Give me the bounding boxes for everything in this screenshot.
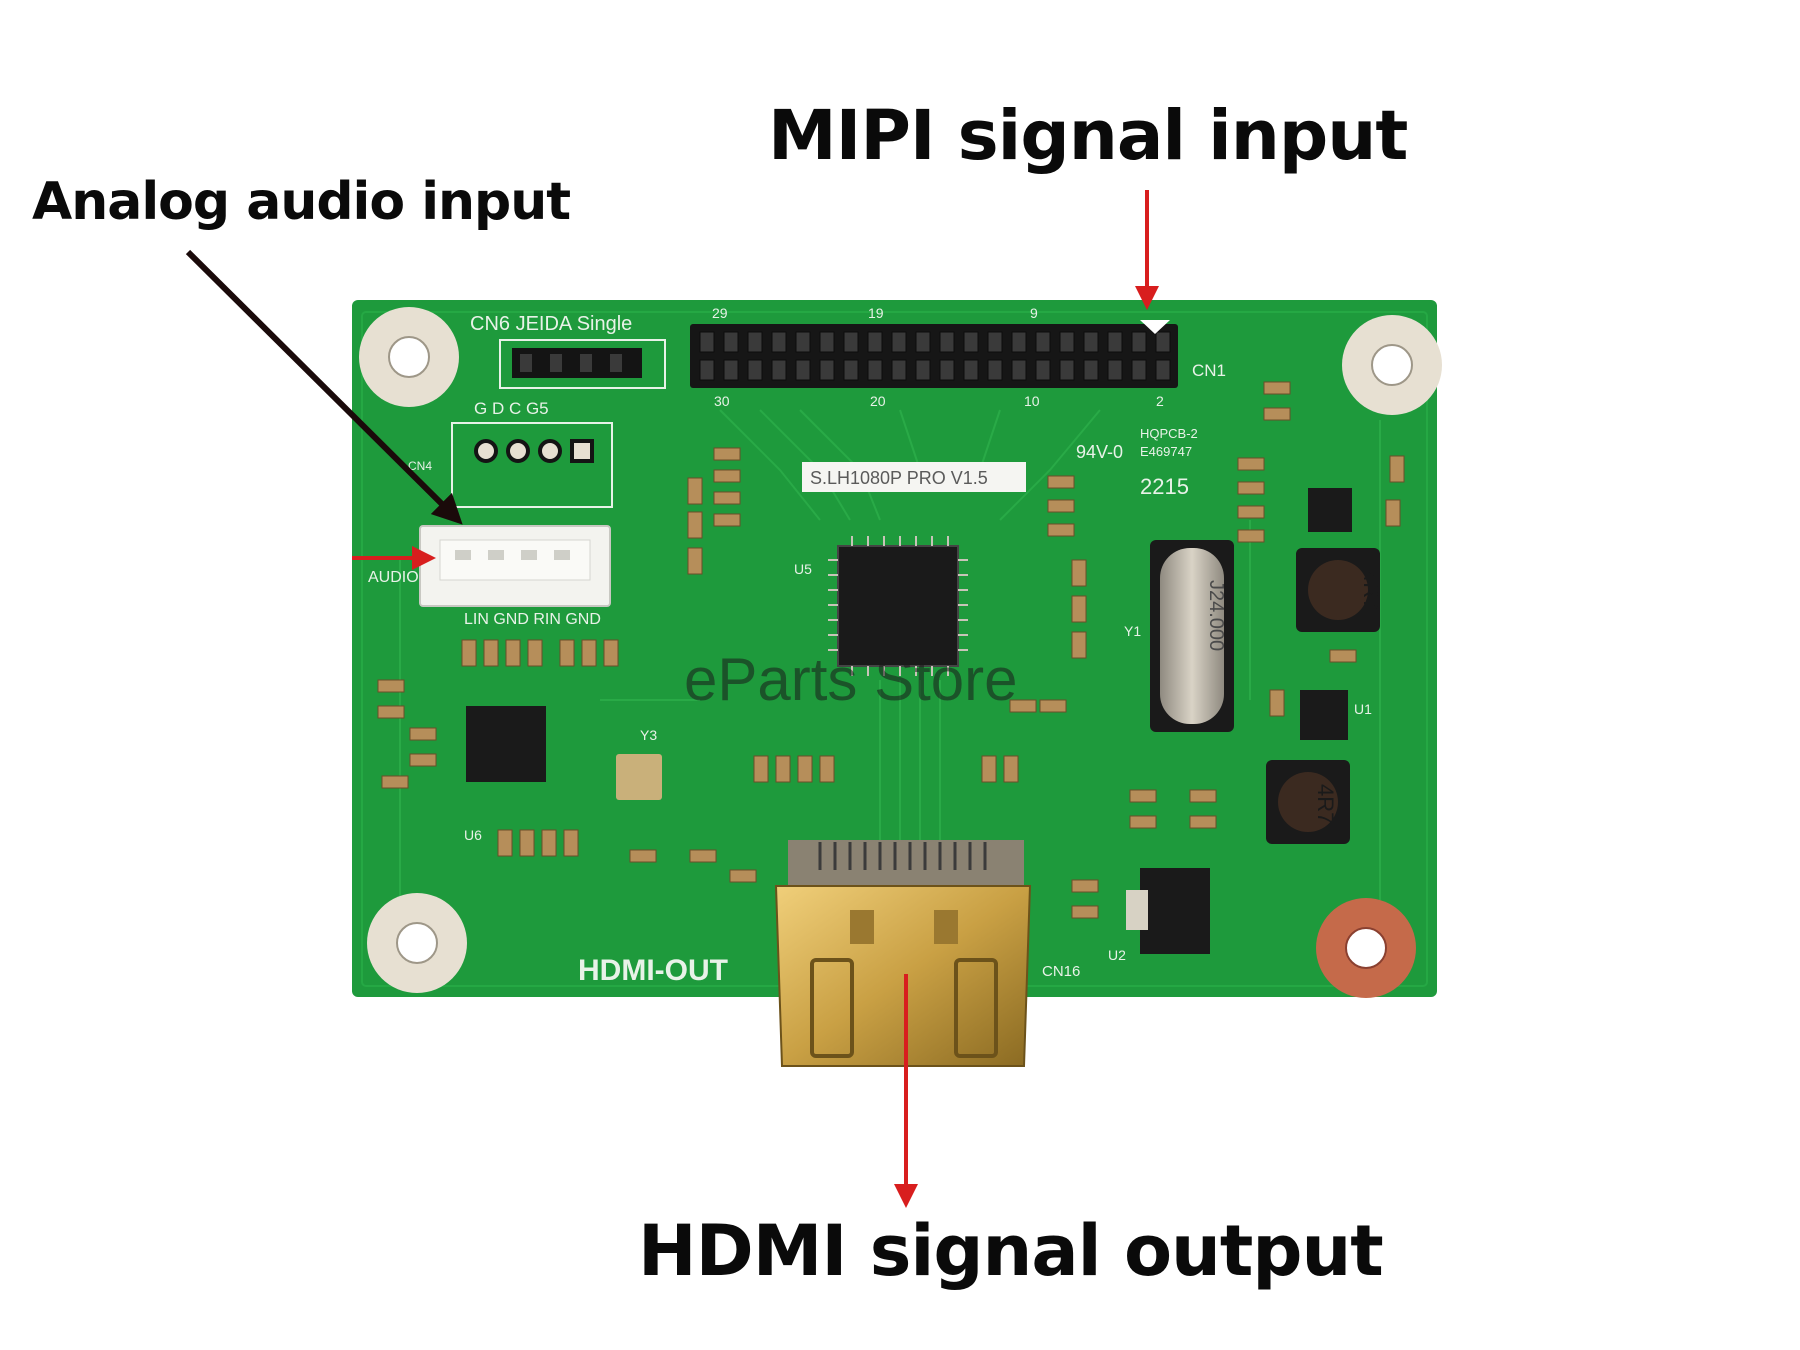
pin-20-label: 20 — [870, 393, 886, 409]
inductor-marking-bottom: 4R7 — [1313, 784, 1338, 824]
oscillator-y3 — [616, 754, 662, 800]
pin-30-label: 30 — [714, 393, 730, 409]
y1-label: Y1 — [1124, 623, 1141, 639]
mounting-hole-top-left — [359, 307, 459, 407]
silkscreen-labels: S.LH1080P PRO V1.5 CN6 JEIDA Single G D … — [368, 305, 1384, 987]
mounting-hole-top-right — [1342, 315, 1442, 415]
audio-pins-label: LIN GND RIN GND — [464, 611, 601, 628]
cn16-label: CN16 — [1042, 963, 1080, 980]
smd-components — [377, 381, 1405, 919]
hdmi-out-label: HDMI-OUT — [578, 954, 728, 987]
ic-u6 — [466, 706, 546, 782]
mounting-hole-bottom-left — [367, 893, 467, 993]
cert-code-label: E469747 — [1140, 444, 1192, 459]
rating-label: 94V-0 — [1076, 442, 1123, 462]
pin-2-label: 2 — [1156, 393, 1164, 409]
watermark: eParts Store — [684, 646, 1018, 713]
pin-19-label: 19 — [868, 305, 884, 321]
cn1-mipi-header — [690, 320, 1178, 388]
hdmi-connector — [774, 840, 1032, 1067]
u6-label: U6 — [464, 827, 482, 843]
u5-label: U5 — [794, 561, 812, 577]
inductor-top — [1296, 548, 1380, 632]
date-code-label: 2215 — [1140, 474, 1189, 499]
audio-connector — [419, 525, 611, 607]
hdmi-output-callout: HDMI signal output — [638, 1210, 1384, 1292]
board-version-label: S.LH1080P PRO V1.5 — [810, 468, 988, 488]
ic-u1 — [1300, 690, 1348, 740]
crystal-marking: J24.000 — [1205, 580, 1227, 651]
mounting-hole-bottom-right — [1316, 898, 1416, 998]
cn4-pins-label: G D C G5 — [474, 399, 549, 418]
regulator-u2 — [1126, 868, 1210, 954]
pin-10-label: 10 — [1024, 393, 1040, 409]
cn4-label: CN4 — [408, 459, 432, 473]
audio-diagonal-arrow-icon — [185, 249, 463, 525]
audio-label: AUDIO — [368, 569, 419, 586]
hqpcb-label: HQPCB-2 — [1140, 426, 1198, 441]
y3-label: Y3 — [640, 727, 657, 743]
crystal-y1 — [1150, 540, 1234, 732]
cn4-pad-block — [451, 422, 613, 508]
analog-audio-input-callout: Analog audio input — [32, 172, 571, 232]
mipi-input-callout: MIPI signal input — [768, 96, 1408, 176]
cn6-header-label: CN6 JEIDA Single — [470, 313, 632, 335]
cn6-jumper-header — [499, 339, 666, 389]
u1-label: U1 — [1354, 701, 1372, 717]
inductor-marking-top: 4R7 — [1359, 570, 1384, 610]
u2-label: U2 — [1108, 947, 1126, 963]
main-ic-u5 — [828, 536, 968, 676]
ic-top-right — [1308, 488, 1352, 532]
pin-29-label: 29 — [712, 305, 728, 321]
inductor-bottom — [1266, 760, 1350, 844]
cn1-label: CN1 — [1192, 361, 1226, 380]
pin-9-label: 9 — [1030, 305, 1038, 321]
